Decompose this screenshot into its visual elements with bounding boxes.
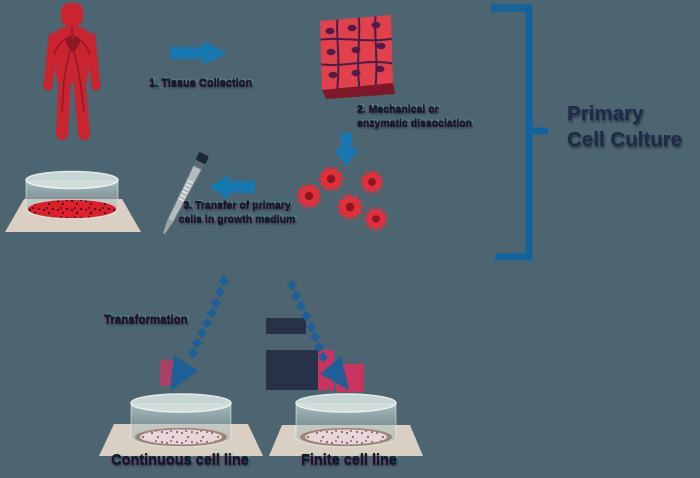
continuous-cell-line-label: Continuous cell line xyxy=(111,452,249,468)
transformation-arrow-right xyxy=(287,279,349,390)
heart-icon xyxy=(65,36,81,52)
petri-dish-finite xyxy=(269,393,423,456)
step2-line1: 2. Mechanical or xyxy=(357,103,439,115)
transformation-arrow-left xyxy=(170,275,229,391)
transfer-left-arrow-icon xyxy=(210,174,255,200)
step3-label: 3. Transfer of primary cells in growth m… xyxy=(171,198,303,226)
step2-line2: enzymatic dissociation xyxy=(357,116,472,129)
circulatory-vessels xyxy=(53,26,91,113)
cell-nuclei xyxy=(325,21,386,79)
human-figure-icon xyxy=(43,3,101,140)
primary-culture-bracket xyxy=(491,4,548,261)
step3-line2: cells in growth medium xyxy=(178,213,296,225)
finite-cell-line-label: Finite cell line xyxy=(301,452,397,468)
primary-cell-culture-line1: Primary xyxy=(567,102,644,125)
step1-label: 1. Tissue Collection xyxy=(149,77,253,89)
pipette-icon xyxy=(163,152,209,234)
step3-line1: 3. Transfer of primary xyxy=(183,199,291,211)
primary-cell-culture-line2: Cell Culture xyxy=(567,128,683,151)
tissue-block xyxy=(320,15,395,99)
transformation-label: Transformation xyxy=(104,314,188,326)
petri-dish-primary-culture xyxy=(5,170,141,232)
tissue-collection-arrow-icon xyxy=(170,41,228,65)
dissociated-cell-cluster xyxy=(295,165,389,232)
primary-cell-culture-label: Primary Cell Culture xyxy=(567,101,682,153)
petri-dish-continuous xyxy=(99,393,263,456)
step2-label: 2. Mechanical or enzymatic dissociation xyxy=(357,103,472,130)
dissociation-down-arrow-icon xyxy=(334,133,359,166)
